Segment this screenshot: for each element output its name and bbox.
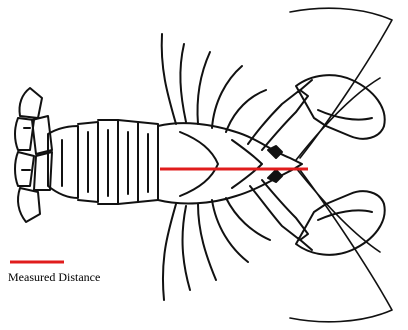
- carapace: [158, 123, 302, 203]
- lower-legs: [163, 198, 270, 300]
- lower-claw: [250, 180, 385, 255]
- tail-fan: [15, 88, 52, 222]
- antennae: [290, 8, 392, 322]
- upper-claw: [248, 75, 385, 150]
- upper-legs: [162, 34, 266, 132]
- legend-label: Measured Distance: [8, 270, 100, 285]
- abdomen: [48, 120, 158, 204]
